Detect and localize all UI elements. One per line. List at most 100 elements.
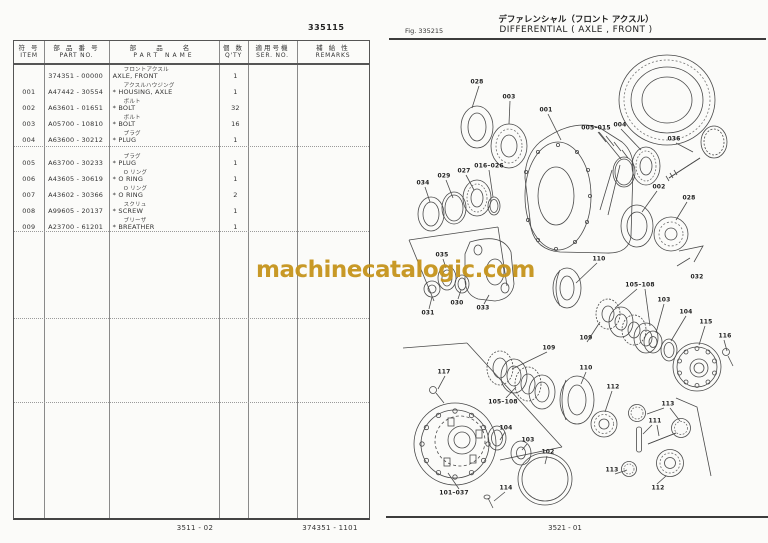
cell-part-no: A43602 - 30366 (48, 191, 104, 199)
disc-pack-b-illustration (486, 350, 556, 410)
cell-qty: 1 (233, 88, 238, 96)
hub-group-illustration (413, 386, 573, 509)
cell-ser-no (250, 216, 298, 232)
cell-part-no: A63601 - 01651 (48, 104, 104, 112)
part-label: 112 (651, 484, 665, 492)
part-name-jp: O リング (123, 169, 148, 176)
part-label: 101–037 (439, 489, 469, 497)
housing-illustration (524, 124, 634, 254)
part-label: 104 (679, 308, 693, 316)
cell-name: ボルト* BOLT (108, 113, 221, 129)
parts-list-page: 335115 符 号 ITEM 部 品 番 号 PART (13, 23, 370, 532)
cell-name: アクスルハウジング* HOUSING, AXLE (108, 81, 221, 97)
cell-qty: 1 (233, 136, 238, 144)
cell-item: 009 (22, 223, 36, 231)
part-name-jp: ブリーザ (123, 217, 147, 224)
cup-bearing-illustration (620, 204, 704, 267)
figure-number: Fig. 335215 (405, 27, 444, 35)
cell-remarks (298, 65, 369, 81)
part-label: 016–026 (474, 162, 504, 170)
part-label: 031 (421, 309, 435, 317)
cell-name: ブリーザ* BREATHER (108, 216, 221, 232)
footer-rule (386, 516, 768, 518)
figure-title-en: DIFFERENTIAL ( AXLE , FRONT ) (499, 25, 653, 35)
cell-part-no: A23700 - 61201 (48, 223, 104, 231)
cell-qty: 1 (233, 207, 238, 215)
col-divider (109, 41, 110, 518)
cell-remarks (298, 81, 369, 97)
part-label: 116 (718, 332, 732, 340)
header-ser-no: 適用号機 SER. NO. (255, 44, 290, 60)
part-label: 110 (579, 364, 593, 372)
ring-gear-illustration (618, 54, 716, 146)
part-name-jp: O リング (123, 185, 148, 192)
cage-group-illustration (423, 238, 515, 302)
cell-qty: 1 (233, 175, 238, 183)
header-item: 符 号 ITEM (18, 44, 40, 60)
part-name-jp: プラグ (123, 130, 141, 137)
part-label: 032 (690, 273, 704, 281)
part-name-jp: スクリュ (123, 201, 147, 208)
part-label: 109 (579, 334, 593, 342)
carrier-lower-illustration (559, 375, 595, 425)
bevel-gear-group-illustration (590, 404, 691, 477)
sheet-code-right: 374351 - 1101 (302, 524, 358, 532)
cell-item (14, 65, 44, 81)
cell-qty: 2 (233, 191, 238, 199)
cell-remarks (298, 184, 369, 200)
seal-bearing-illustration (460, 105, 528, 169)
part-label: 033 (476, 304, 490, 312)
col-divider (297, 41, 298, 518)
cell-qty: 16 (231, 120, 240, 128)
cell-name: スクリュ* SCREW (108, 200, 221, 216)
cell-name: プラグ* PLUG (108, 129, 221, 145)
cell-remarks (298, 152, 369, 168)
part-label: 001 (539, 106, 553, 114)
part-name-en: * PLUG (112, 135, 137, 144)
part-label: 103 (521, 436, 535, 444)
cell-part-no: A63700 - 30233 (48, 159, 104, 167)
part-label: 113 (605, 466, 619, 474)
dotted-separator (14, 231, 369, 232)
cell-item: 003 (22, 120, 36, 128)
cell-name: ボルト* BOLT (108, 97, 221, 113)
part-name-en: * SCREW (112, 206, 144, 215)
part-name-en: * HOUSING, AXLE (112, 87, 173, 96)
sheet-code-figure: 3521 - 01 (548, 524, 582, 532)
part-name-en: * O RING (112, 174, 144, 183)
cell-part-no: A63600 - 30212 (48, 136, 104, 144)
doc-number: 335115 (308, 23, 345, 32)
dotted-separator (14, 318, 369, 319)
part-label: 102 (541, 448, 555, 456)
cell-remarks (298, 129, 369, 145)
cell-name: O リング* O RING (108, 184, 221, 200)
header-remarks: 補 給 性 REMARKS (315, 44, 351, 60)
cell-item: 008 (22, 207, 36, 215)
col-divider (44, 41, 45, 518)
cell-ser-no (250, 81, 298, 97)
part-label: 028 (682, 194, 696, 202)
figure-title-jp: デファレンシャル（フロント アクスル） (498, 15, 654, 25)
cell-ser-no (250, 65, 298, 81)
part-name-en: * BOLT (112, 103, 136, 112)
leader-lines (424, 85, 728, 502)
part-label: 034 (416, 179, 430, 187)
part-label: 114 (499, 484, 513, 492)
bearing-shim-illustration (612, 146, 661, 188)
part-name-jp: ボルト (123, 114, 141, 121)
flange-group-illustration (643, 330, 734, 392)
cell-part-no: A43605 - 30619 (48, 175, 104, 183)
part-label: 104 (499, 424, 513, 432)
cell-qty: 1 (233, 72, 238, 80)
cell-item: 005 (22, 159, 36, 167)
cell-ser-no (250, 152, 298, 168)
cell-name: プラグ* PLUG (108, 152, 221, 168)
part-label: 002 (652, 183, 666, 191)
dotted-separator (14, 146, 369, 147)
